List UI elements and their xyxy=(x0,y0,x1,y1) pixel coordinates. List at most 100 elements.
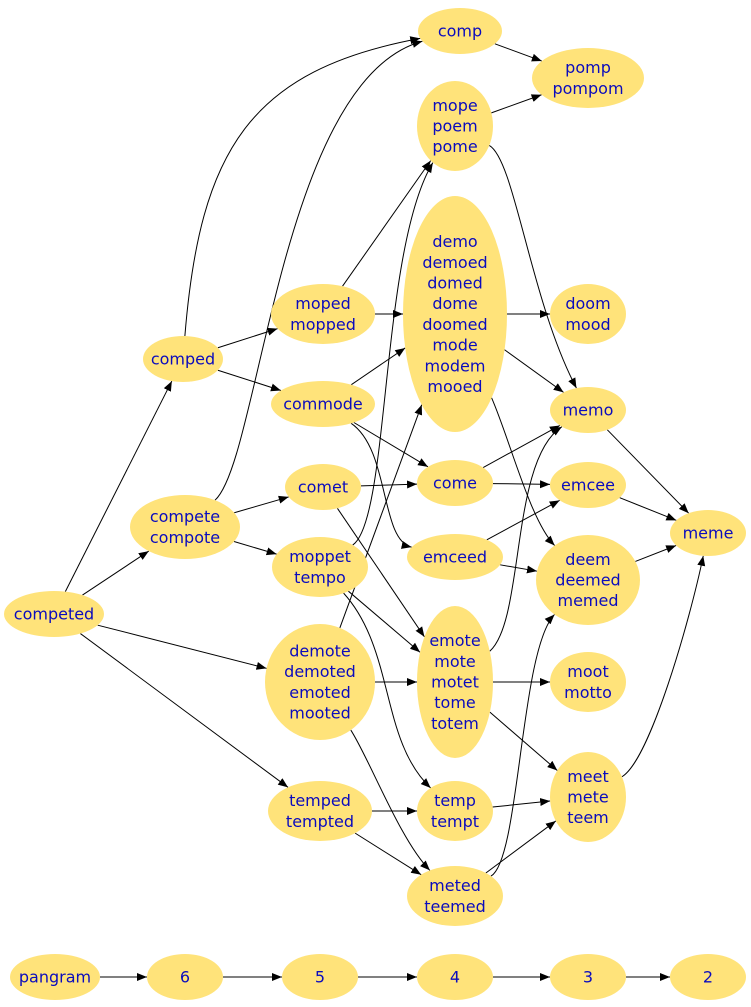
node-ellipse xyxy=(536,535,640,625)
edge-demote-to-demo xyxy=(339,404,423,629)
node-ellipse xyxy=(550,752,626,842)
node-ellipse xyxy=(550,284,626,344)
edge-memo-to-meme xyxy=(606,429,690,514)
edges-layer xyxy=(64,36,706,981)
edge-line xyxy=(233,541,277,556)
edge-line xyxy=(336,508,425,638)
node-label: 6 xyxy=(180,968,190,987)
node-label: demoted xyxy=(284,662,356,681)
edge-line xyxy=(489,144,577,389)
node-label: pangram xyxy=(19,968,91,987)
edge-line xyxy=(82,550,150,596)
node-label: moped xyxy=(295,294,351,313)
edge-commode-to-demo xyxy=(351,347,406,386)
edge-line xyxy=(492,798,551,808)
node-label: doomed xyxy=(422,315,487,334)
node-label: 2 xyxy=(703,968,713,987)
node-ellipse xyxy=(550,387,626,433)
edge-demo-to-deem xyxy=(491,397,555,546)
node-label: pompom xyxy=(552,79,623,98)
node-label: demote xyxy=(289,641,351,660)
node-comet: comet xyxy=(285,464,361,510)
node-label: deemed xyxy=(555,571,620,590)
node-label: mope xyxy=(432,96,477,115)
node-label: mote xyxy=(434,652,476,671)
edge-line xyxy=(504,349,564,393)
edge-temp-to-meet xyxy=(492,798,551,808)
node-ellipse xyxy=(10,954,100,1000)
node-ellipse xyxy=(272,537,368,597)
node-n2: 2 xyxy=(670,954,746,1000)
node-ellipse xyxy=(407,534,503,580)
node-emcee: emcee xyxy=(550,462,626,508)
node-label: doom xyxy=(565,294,610,313)
edge-competed-to-comped xyxy=(64,380,173,592)
node-ellipse xyxy=(282,954,358,1000)
node-label: memed xyxy=(557,591,618,610)
node-label: motto xyxy=(564,683,612,702)
node-pangram: pangram xyxy=(10,954,100,1000)
edge-line xyxy=(485,820,557,874)
node-label: pome xyxy=(432,137,477,156)
node-label: tempt xyxy=(431,812,479,831)
edge-line xyxy=(606,429,690,514)
edge-competed-to-temped xyxy=(80,633,289,788)
node-ellipse xyxy=(670,954,746,1000)
edge-line xyxy=(351,347,406,386)
edge-line xyxy=(354,832,422,876)
node-ellipse xyxy=(407,866,503,926)
edge-line xyxy=(482,425,561,468)
node-ellipse xyxy=(417,460,493,506)
node-label: competed xyxy=(14,605,94,624)
edge-line xyxy=(489,426,563,652)
node-meme: meme xyxy=(670,510,746,556)
node-label: emceed xyxy=(423,548,487,567)
edge-line xyxy=(352,162,434,546)
node-ellipse xyxy=(268,781,372,841)
node-ellipse xyxy=(285,464,361,510)
node-label: 5 xyxy=(315,968,325,987)
node-label: tome xyxy=(434,693,476,712)
node-ellipse xyxy=(147,954,223,1000)
edge-meet-to-meme xyxy=(621,555,706,778)
node-label: meme xyxy=(683,524,734,543)
node-n4: 4 xyxy=(417,954,493,1000)
node-label: demoed xyxy=(422,253,487,272)
node-label: temped xyxy=(289,791,351,810)
node-n3: 3 xyxy=(550,954,626,1000)
edge-comped-to-commode xyxy=(217,369,282,392)
node-ellipse xyxy=(417,954,493,1000)
node-ellipse xyxy=(265,624,375,740)
node-label: 4 xyxy=(450,968,460,987)
node-ellipse xyxy=(670,510,746,556)
edge-emceed-to-deem xyxy=(500,564,538,574)
edge-meted-to-meet xyxy=(485,820,557,874)
node-n5: 5 xyxy=(282,954,358,1000)
node-competed: competed xyxy=(4,591,104,637)
node-label: come xyxy=(433,474,477,493)
edge-line xyxy=(348,590,421,653)
node-ellipse xyxy=(417,781,493,841)
edge-line xyxy=(214,40,423,501)
node-label: totem xyxy=(431,714,479,733)
edge-line xyxy=(234,495,289,514)
edge-moppet-to-mope xyxy=(352,162,434,546)
node-ellipse xyxy=(418,8,502,54)
edge-moped-to-mope xyxy=(342,160,432,287)
edge-comped-to-comp xyxy=(184,36,421,337)
node-label: emoted xyxy=(289,683,351,702)
edge-line xyxy=(490,614,555,877)
node-ellipse xyxy=(403,196,507,432)
edge-line xyxy=(492,480,551,489)
edge-line xyxy=(80,633,289,788)
edge-line xyxy=(360,480,418,489)
node-ellipse xyxy=(417,606,493,758)
edge-comp-to-pomp xyxy=(494,43,542,62)
